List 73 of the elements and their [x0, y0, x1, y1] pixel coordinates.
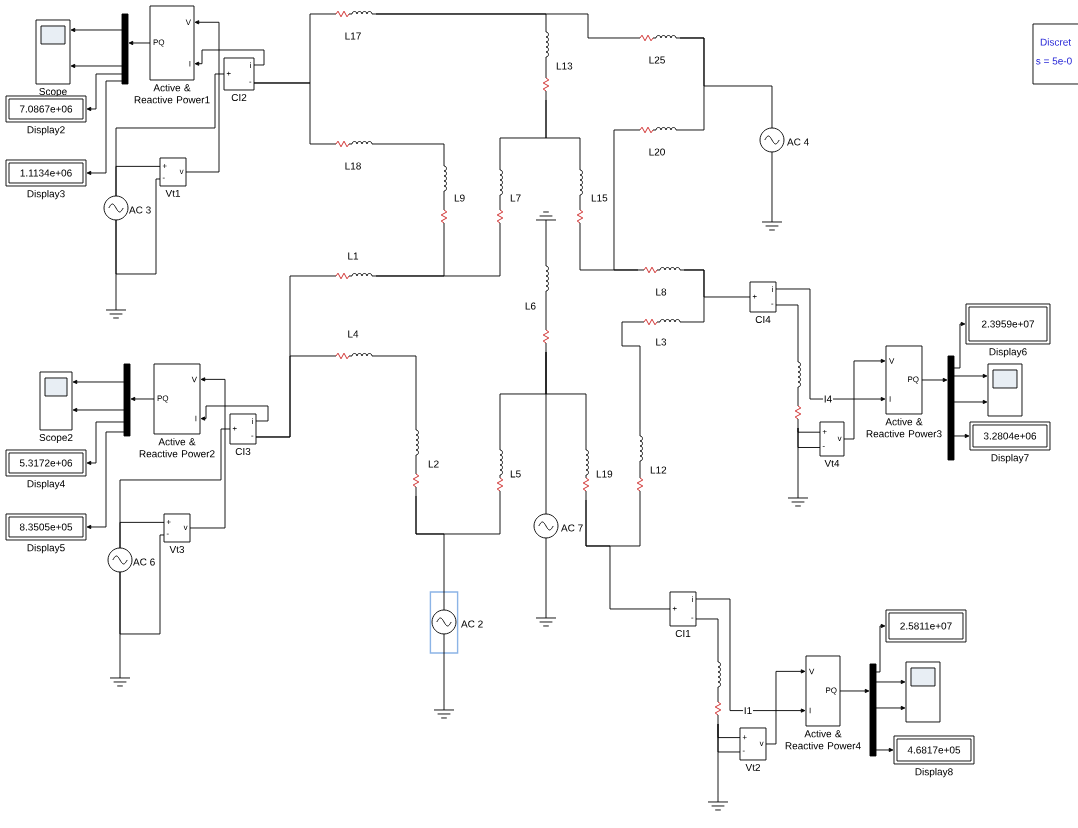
signal-arrow — [86, 73, 123, 112]
mux-bar — [123, 363, 131, 437]
inductor-symbol — [714, 655, 722, 725]
wire — [545, 351, 547, 515]
ground-symbol — [761, 215, 783, 231]
wire — [255, 355, 331, 438]
scope-block — [987, 363, 1023, 417]
wire — [683, 269, 751, 298]
ground-symbol — [707, 795, 729, 811]
signal-arrow — [72, 407, 125, 413]
ground-symbol — [433, 703, 455, 719]
wire — [545, 225, 547, 261]
signal-arrow — [70, 27, 123, 33]
mux-bar — [869, 663, 877, 757]
ground-symbol — [535, 611, 557, 627]
mux-bar — [947, 355, 955, 461]
wire — [119, 571, 121, 673]
signal-arrow — [875, 747, 894, 753]
wire — [375, 143, 445, 161]
signal-arrow — [128, 40, 151, 46]
wire — [695, 618, 719, 657]
signal-arrow — [953, 433, 970, 439]
wire — [771, 151, 773, 217]
signal-arrow — [695, 598, 806, 713]
wire — [585, 499, 671, 610]
wire — [613, 129, 639, 271]
signal-arrow — [875, 705, 906, 711]
signal-arrow — [86, 431, 125, 530]
wire — [375, 231, 501, 277]
signal-arrow — [953, 321, 966, 369]
ground-symbol — [105, 303, 127, 319]
signal-arrow — [765, 669, 806, 745]
signal-arrow — [875, 623, 886, 673]
wire — [443, 633, 445, 705]
scope-block — [905, 661, 941, 723]
wire — [545, 99, 581, 165]
signal-arrow — [843, 358, 886, 440]
wire — [115, 165, 161, 197]
wire — [621, 321, 641, 431]
signal-arrow — [86, 80, 123, 176]
ground-symbol — [787, 491, 809, 507]
signal-arrow — [953, 399, 988, 405]
wire — [253, 82, 331, 145]
signal-arrow — [130, 396, 155, 402]
signal-arrow — [200, 405, 269, 422]
signal-arrow — [185, 20, 220, 173]
mux-bar — [121, 13, 129, 85]
wire — [119, 521, 165, 549]
wire — [797, 427, 821, 433]
ground-symbol — [535, 211, 557, 227]
wire — [797, 427, 799, 493]
signal-arrow — [72, 379, 125, 385]
signal-arrow — [775, 288, 886, 402]
wire — [375, 13, 635, 39]
signal-arrow — [86, 421, 125, 466]
ground-symbol — [109, 671, 131, 687]
wire — [679, 37, 773, 129]
signal-arrow — [953, 373, 988, 379]
signal-arrow — [875, 679, 906, 685]
signal-arrow — [70, 63, 123, 69]
inductor-symbol — [794, 355, 802, 429]
wire — [119, 534, 165, 635]
signal-arrow — [189, 377, 226, 529]
signal-arrow — [839, 688, 870, 694]
wire — [375, 355, 417, 425]
wire — [717, 723, 719, 797]
wire — [115, 219, 117, 305]
wire — [545, 537, 547, 613]
signal-arrow — [921, 377, 948, 383]
wire — [775, 304, 799, 357]
wire — [415, 495, 445, 611]
wire — [115, 178, 161, 275]
signal-arrow — [194, 49, 265, 66]
